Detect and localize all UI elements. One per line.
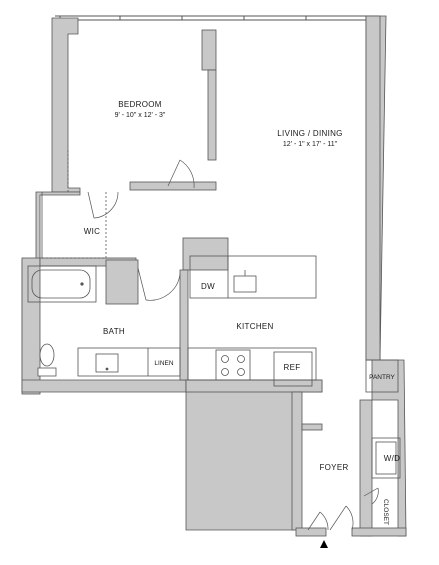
bedroom-name: BEDROOM xyxy=(118,100,161,109)
wd-label: W/D xyxy=(384,454,400,463)
bathtub xyxy=(27,265,97,303)
ref-label: REF xyxy=(284,363,301,372)
bath-sink xyxy=(95,353,119,373)
entry-arrow-icon xyxy=(320,540,328,548)
bath-label: BATH xyxy=(103,327,125,336)
pantry-label: PANTRY xyxy=(369,374,395,381)
bedroom-dims: 9' - 10" x 12' - 3" xyxy=(115,112,166,119)
dw-label: DW xyxy=(201,282,215,291)
walls xyxy=(21,15,407,537)
wic-label: WIC xyxy=(84,227,100,236)
kitchen-label: KITCHEN xyxy=(236,322,273,331)
kitchen-sink xyxy=(233,270,257,293)
linen-label: LINEN xyxy=(154,360,173,367)
closet-label: CLOSET xyxy=(382,499,389,525)
refrigerator xyxy=(273,351,313,387)
stove xyxy=(215,349,251,381)
interior-lines xyxy=(40,150,399,393)
toilet xyxy=(37,343,57,377)
washer-dryer xyxy=(371,437,401,479)
door-swings xyxy=(87,159,379,531)
living-dims: 12' - 1" x 17' - 11" xyxy=(283,141,338,148)
foyer-label: FOYER xyxy=(319,463,348,472)
living-name: LIVING / DINING xyxy=(277,129,342,138)
window-wall xyxy=(55,15,378,21)
